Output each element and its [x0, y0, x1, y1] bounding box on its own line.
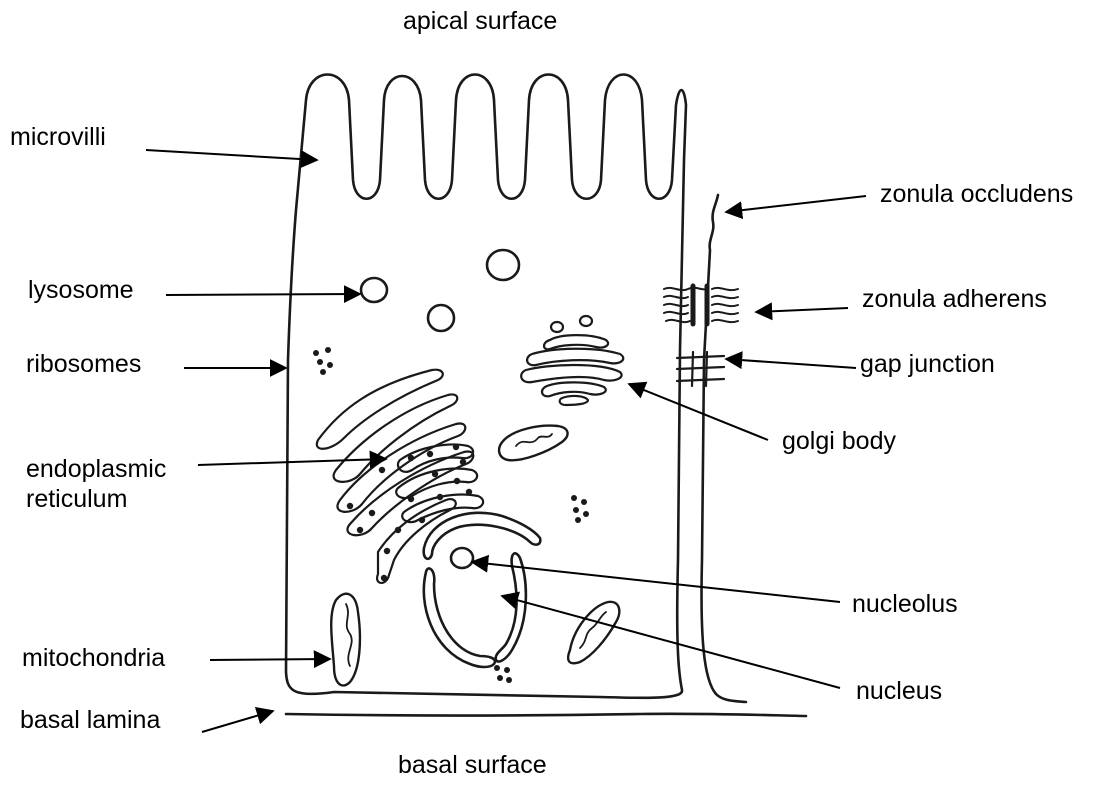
arrow-basal-lamina [202, 711, 273, 732]
er-ribosomes [347, 444, 472, 581]
zonula-adherens-structure [664, 286, 738, 324]
nucleolus-structure [451, 548, 473, 568]
arrow-lysosome [166, 294, 360, 295]
endoplasmic-reticulum-structure [317, 370, 483, 583]
golgi-body-structure [521, 316, 623, 405]
label-golgi-body: golgi body [782, 426, 896, 456]
label-microvilli: microvilli [10, 122, 106, 152]
arrow-zonula-adherens [756, 308, 848, 312]
arrow-mitochondria [210, 659, 330, 660]
nucleus-structure [424, 513, 541, 667]
label-apical-surface: apical surface [403, 6, 557, 36]
vesicle [428, 305, 454, 331]
label-basal-lamina: basal lamina [20, 705, 160, 735]
mitochondria-structures [331, 426, 619, 686]
label-nucleus: nucleus [856, 676, 942, 706]
vesicle [487, 250, 519, 280]
basal-lamina-line [286, 714, 806, 716]
arrow-gap-junction [726, 359, 856, 368]
label-gap-junction: gap junction [860, 349, 995, 379]
adjacent-cell-membrane [702, 195, 746, 702]
label-endoplasmic-reticulum-line2: reticulum [26, 484, 127, 514]
label-zonula-occludens: zonula occludens [880, 179, 1073, 209]
arrow-microvilli [146, 150, 317, 160]
gap-junction-structure [677, 352, 724, 386]
label-ribosomes: ribosomes [26, 349, 141, 379]
arrow-nucleolus [472, 562, 840, 602]
arrow-zonula-occludens [726, 196, 866, 212]
arrow-golgi-body [629, 384, 768, 440]
arrow-endoplasmic-reticulum [198, 459, 386, 465]
label-mitochondria: mitochondria [22, 643, 165, 673]
ribosome-cluster [313, 347, 589, 683]
label-zonula-adherens: zonula adherens [862, 284, 1047, 314]
lysosome [361, 278, 387, 302]
label-endoplasmic-reticulum-line1: endoplasmic [26, 454, 166, 484]
label-basal-surface: basal surface [398, 750, 547, 780]
label-nucleolus: nucleolus [852, 589, 958, 619]
arrow-nucleus [502, 596, 840, 688]
label-lysosome: lysosome [28, 275, 134, 305]
